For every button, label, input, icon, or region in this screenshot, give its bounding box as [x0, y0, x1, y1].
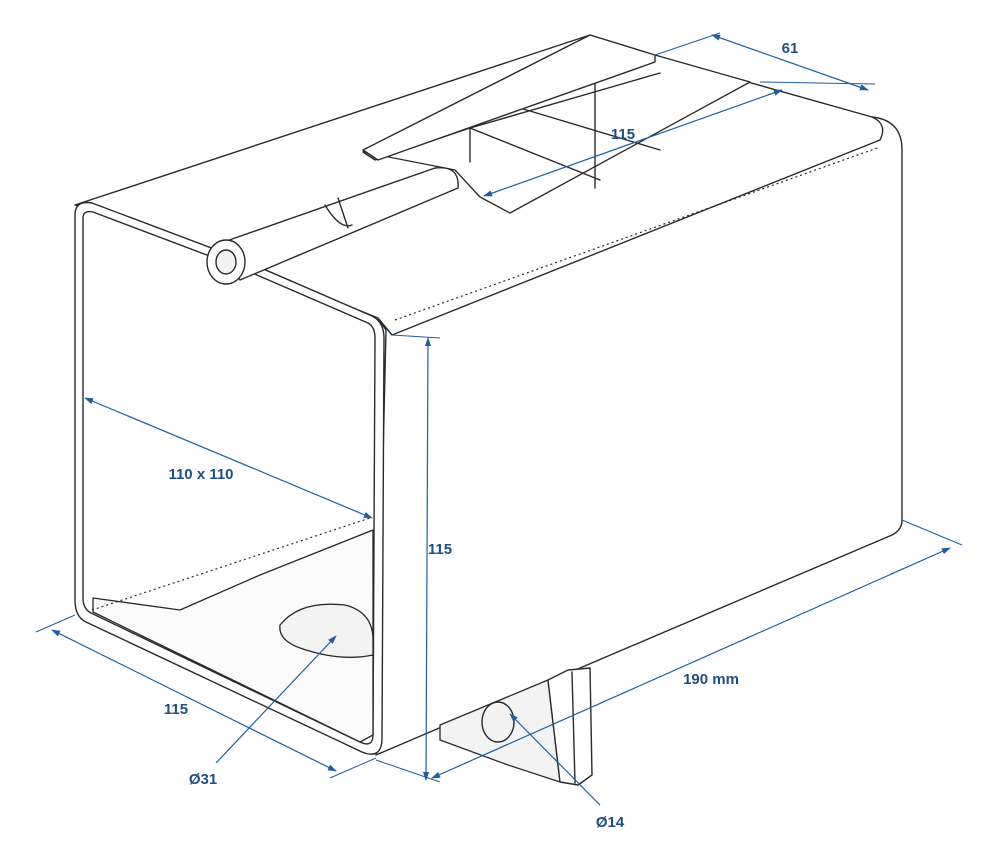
- ext-height-b: [375, 759, 441, 783]
- ext-slot-width-a: [654, 32, 721, 56]
- hinge-barrel: [214, 166, 459, 281]
- label-length: 190 mm: [683, 671, 739, 688]
- hinge-knuckle-line-2: [337, 197, 349, 229]
- dim-line-length: [431, 547, 951, 779]
- hidden-edge-floor: [91, 517, 371, 611]
- label-height: 115: [428, 541, 452, 558]
- label-slot-length: 115: [611, 126, 635, 143]
- dim-line-height: [422, 337, 432, 781]
- dim-line-slot-length: [483, 89, 783, 197]
- label-small-hole: Ø14: [596, 814, 625, 831]
- label-slot-width: 61: [782, 40, 799, 57]
- dim-line-inner-section: [84, 397, 373, 519]
- dim-line-slot-width: [711, 34, 869, 91]
- ext-slot-width-b: [759, 81, 876, 85]
- ext-length-a: [901, 519, 963, 546]
- label-width: 115: [164, 701, 188, 718]
- hinge-end-inner: [215, 249, 237, 275]
- label-large-hole: Ø31: [189, 771, 217, 788]
- small-hole-shape: [481, 701, 515, 743]
- hinge: [206, 166, 459, 285]
- ext-height-a: [391, 334, 441, 339]
- leader-small-hole: [509, 713, 601, 806]
- dimension-labels: 61 115 110 x 110 115 115 190 mm Ø31 Ø14: [164, 40, 798, 831]
- label-inner-section: 110 x 110: [168, 466, 233, 483]
- ext-width-b: [329, 757, 377, 779]
- hinge-knuckle-line: [324, 204, 353, 227]
- dimensions: [35, 32, 963, 806]
- hidden-edge-top: [394, 146, 881, 321]
- ext-width-a: [35, 614, 76, 633]
- leader-large-hole: [215, 635, 337, 764]
- dim-line-width: [51, 629, 337, 772]
